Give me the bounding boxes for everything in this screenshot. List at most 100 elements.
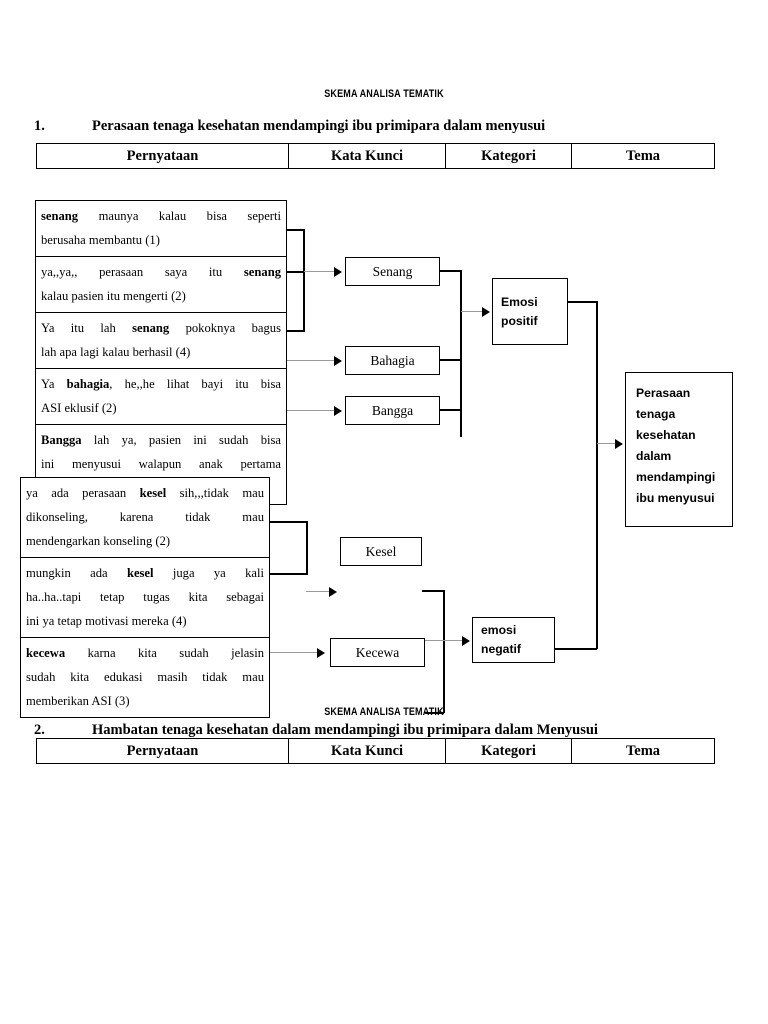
statement-line: mendengarkan konseling (2) [26, 529, 264, 553]
connector-line [596, 301, 598, 649]
section-1-number: 1. [34, 118, 45, 134]
connector-line [597, 443, 618, 445]
statement-line: memberikan ASI (3) [26, 689, 264, 713]
table-header-kategori: Kategori [445, 738, 572, 764]
statement-text: Ya [41, 377, 67, 391]
keyword-box-senang: Senang [345, 257, 440, 286]
connector-line [306, 591, 333, 593]
statement-line: Ya itu lah senang pokoknya bagus [41, 316, 281, 340]
arrow-to-theme [615, 439, 623, 449]
statement-line: ya,,ya,, perasaan saya itu senang [41, 260, 281, 284]
connector-line [287, 271, 304, 273]
table-header-kategori: Kategori [445, 143, 572, 169]
statement-row: Ya itu lah senang pokoknya bagus lah apa … [36, 313, 286, 369]
keyword-emphasis: kesel [139, 486, 167, 500]
statement-text: ini ya tetap motivasi mereka (4) [26, 614, 187, 628]
connector-line [270, 521, 307, 523]
connector-line [287, 330, 304, 332]
statement-text: juga ya kali [153, 566, 264, 580]
statement-line: ini ya tetap motivasi mereka (4) [26, 609, 264, 633]
connector-line [304, 271, 338, 273]
connector-line [440, 409, 461, 411]
statement-line: ASI eklusif (2) [41, 396, 281, 420]
statement-text: mendengarkan konseling (2) [26, 534, 171, 548]
statement-text: lah apa lagi kalau berhasil (4) [41, 345, 191, 359]
keyword-box-kecewa: Kecewa [330, 638, 425, 667]
table-header-pernyataan: Pernyataan [36, 143, 289, 169]
statement-text: Ya itu lah [41, 321, 133, 335]
theme-label: Perasaan tenaga kesehatan dalam mendampi… [636, 386, 716, 505]
statement-text: ya,,ya,, perasaan saya itu [41, 265, 244, 279]
keyword-label-kecewa: Kecewa [355, 644, 400, 660]
table-header-tema: Tema [571, 738, 715, 764]
statement-line: kalau pasien itu mengerti (2) [41, 284, 281, 308]
keyword-box-bangga: Bangga [345, 396, 440, 425]
statement-line: mungkin ada kesel juga ya kali [26, 561, 264, 585]
keyword-label-senang: Senang [372, 263, 413, 279]
keyword-emphasis: senang [243, 265, 281, 279]
table-header-tema: Tema [571, 143, 715, 169]
table-header-kata-kunci: Kata Kunci [288, 143, 446, 169]
keyword-box-kesel: Kesel [340, 537, 422, 566]
section-2-number: 2. [34, 722, 45, 738]
skema-title-bottom: SKEMA ANALISA TEMATIK [324, 706, 444, 718]
keyword-emphasis: Bangga [41, 433, 82, 447]
keyword-label-kesel: Kesel [365, 543, 397, 559]
category-label-emosi-negatif: emosi negatif [481, 623, 521, 656]
connector-line [287, 229, 304, 231]
connector-line [287, 410, 338, 412]
statement-text: dikonseling, karena tidak mau [26, 510, 264, 524]
connector-line [440, 359, 461, 361]
connector-line [568, 301, 598, 303]
arrow-to-kecewa [317, 648, 325, 658]
statement-text: mungkin ada [26, 566, 127, 580]
arrow-to-emosi-negatif [462, 636, 470, 646]
statement-text: , he,,he lihat bayi itu bisa [109, 377, 281, 391]
statement-line: Ya bahagia, he,,he lihat bayi itu bisa [41, 372, 281, 396]
keyword-emphasis: bahagia [66, 377, 110, 391]
arrow-to-bangga [334, 406, 342, 416]
statement-line: Bangga lah ya, pasien ini sudah bisa [41, 428, 281, 452]
statement-block-negative: ya ada perasaan kesel sih,,,tidak mau dik… [20, 477, 270, 718]
category-label-emosi-positif: Emosi positif [501, 294, 538, 328]
statement-text: memberikan ASI (3) [26, 694, 130, 708]
arrow-to-senang [334, 267, 342, 277]
table-header-kata-kunci: Kata Kunci [288, 738, 446, 764]
table-header-row: Pernyataan Kata Kunci Kategori Tema [36, 143, 715, 169]
theme-box: Perasaan tenaga kesehatan dalam mendampi… [625, 372, 733, 527]
statement-line: ini menyusui walapun anak pertama [41, 452, 281, 476]
statement-line: ha..ha..tapi tetap tugas kita sebagai [26, 585, 264, 609]
keyword-emphasis: senang [132, 321, 170, 335]
header-table-1: Pernyataan Kata Kunci Kategori Tema [36, 143, 715, 169]
statement-row: ya,,ya,, perasaan saya itu senang kalau p… [36, 257, 286, 313]
keyword-emphasis: kesel [126, 566, 154, 580]
statement-line: kecewa karna kita sudah jelasin [26, 641, 264, 665]
connector-line [306, 521, 308, 575]
statement-line: sudah kita edukasi masih tidak mau [26, 665, 264, 689]
arrow-to-kesel [329, 587, 337, 597]
statement-text: ya ada perasaan [26, 486, 140, 500]
statement-text: sih,,,tidak mau [166, 486, 264, 500]
statement-line: berusaha membantu (1) [41, 228, 281, 252]
section-1-heading: Perasaan tenaga kesehatan mendampingi ib… [92, 118, 546, 134]
statement-row: ya ada perasaan kesel sih,,,tidak mau dik… [21, 478, 269, 558]
category-box-emosi-negatif: emosi negatif [472, 617, 555, 663]
table-header-row: Pernyataan Kata Kunci Kategori Tema [36, 738, 715, 764]
connector-line [287, 360, 338, 362]
connector-line [555, 648, 597, 650]
statement-line: senang maunya kalau bisa seperti [41, 204, 281, 228]
statement-text: lah ya, pasien ini sudah bisa [81, 433, 281, 447]
statement-text: ini menyusui walapun anak pertama [41, 457, 281, 471]
keyword-label-bangga: Bangga [371, 402, 414, 418]
statement-text: kalau pasien itu mengerti (2) [41, 289, 186, 303]
statement-line: ya ada perasaan kesel sih,,,tidak mau [26, 481, 264, 505]
keyword-emphasis: kecewa [26, 646, 66, 660]
table-header-pernyataan: Pernyataan [36, 738, 289, 764]
statement-text: karna kita sudah jelasin [65, 646, 264, 660]
section-2-heading: Hambatan tenaga kesehatan dalam mendampi… [92, 722, 598, 738]
statement-text: ASI eklusif (2) [41, 401, 117, 415]
